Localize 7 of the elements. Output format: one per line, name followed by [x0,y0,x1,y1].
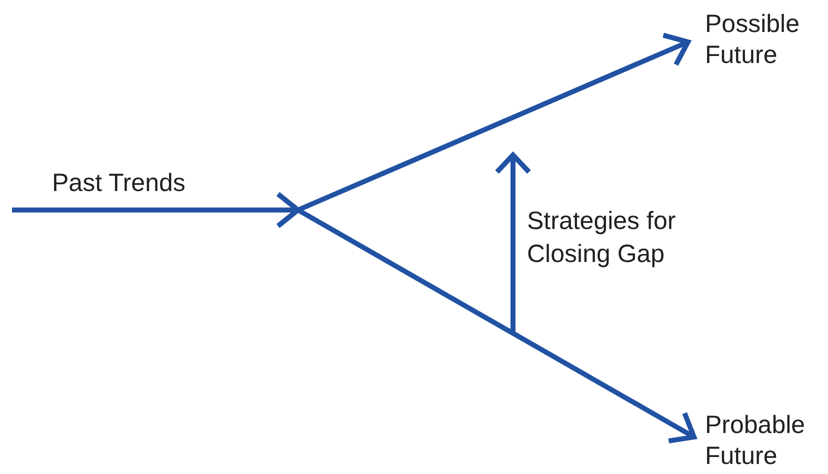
arrow [296,208,696,444]
edge-label: Past Trends [52,168,186,199]
arrow [12,192,300,228]
arrow-label: Strategies for Closing Gap [527,206,677,270]
outcome-label: Probable Future [705,410,825,472]
outcome-label: Possible Future [705,9,825,71]
arrow [297,32,690,212]
